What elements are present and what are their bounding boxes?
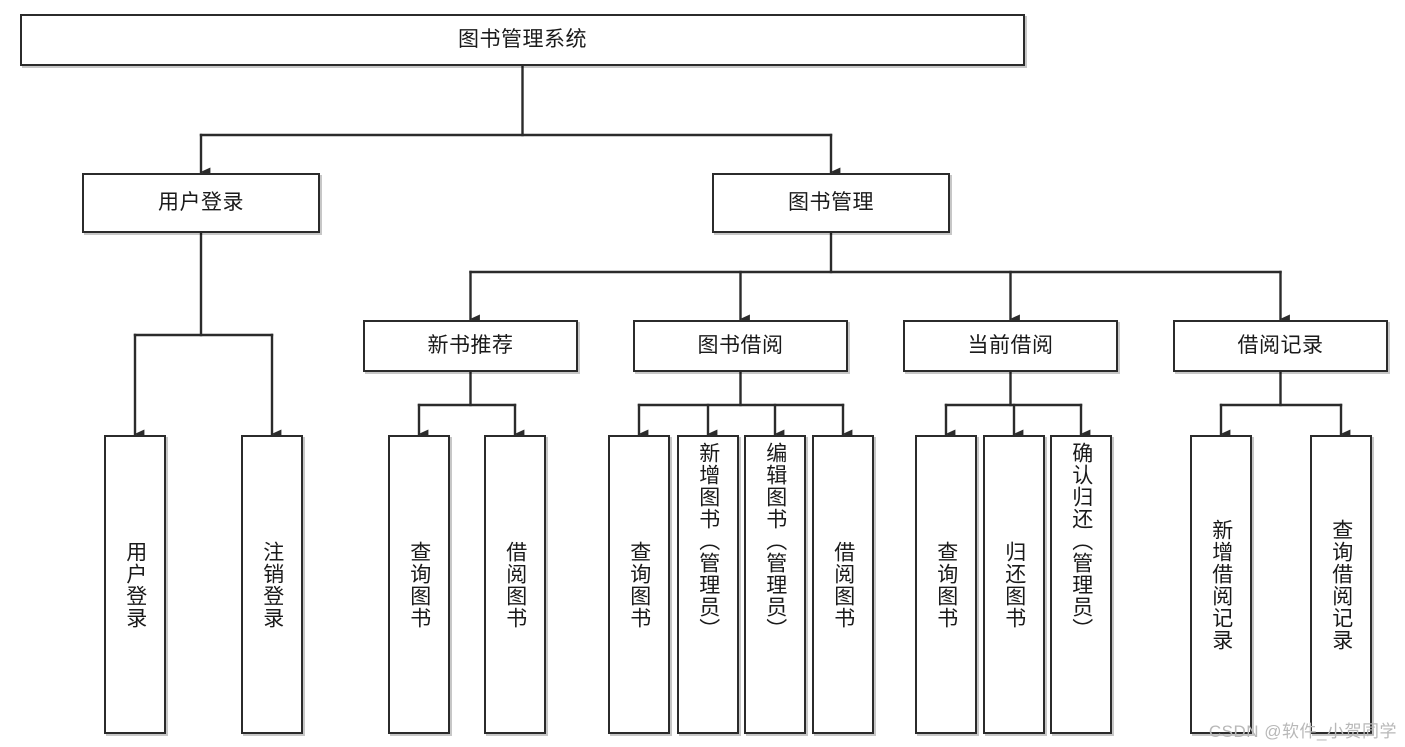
- node-label-user-login: 用户登录: [158, 190, 244, 214]
- node-root[interactable]: 图书管理系统: [20, 14, 1025, 66]
- node-label-leaf-return-book: 归还图书: [1002, 540, 1026, 629]
- node-label-root: 图书管理系统: [458, 27, 587, 51]
- node-label-book-borrow: 图书借阅: [697, 333, 784, 357]
- node-leaf-return-book[interactable]: 归还图书: [983, 435, 1045, 734]
- node-leaf-add-record[interactable]: 新增借阅记录: [1190, 435, 1252, 734]
- node-book-manage[interactable]: 图书管理: [712, 173, 950, 233]
- node-label-leaf-borrow-book-2: 借阅图书: [831, 540, 855, 629]
- node-label-leaf-confirm-return: 确认归还（管理员）: [1069, 442, 1093, 640]
- node-label-borrow-record: 借阅记录: [1237, 333, 1324, 357]
- node-new-book-rec[interactable]: 新书推荐: [363, 320, 578, 372]
- node-leaf-borrow-book-2[interactable]: 借阅图书: [812, 435, 874, 734]
- node-current-borrow[interactable]: 当前借阅: [903, 320, 1118, 372]
- node-user-login[interactable]: 用户登录: [82, 173, 320, 233]
- node-label-leaf-add-book: 新增图书（管理员）: [696, 442, 720, 640]
- node-leaf-logout[interactable]: 注销登录: [241, 435, 303, 734]
- node-label-new-book-rec: 新书推荐: [427, 333, 514, 357]
- node-label-book-manage: 图书管理: [788, 190, 874, 214]
- node-leaf-query-book-2[interactable]: 查询图书: [608, 435, 670, 734]
- node-leaf-query-book-1[interactable]: 查询图书: [388, 435, 450, 734]
- node-leaf-borrow-book-1[interactable]: 借阅图书: [484, 435, 546, 734]
- node-book-borrow[interactable]: 图书借阅: [633, 320, 848, 372]
- node-leaf-query-book-3[interactable]: 查询图书: [915, 435, 977, 734]
- node-label-leaf-edit-book: 编辑图书（管理员）: [763, 442, 787, 640]
- node-label-leaf-query-book-3: 查询图书: [934, 540, 958, 629]
- node-borrow-record[interactable]: 借阅记录: [1173, 320, 1388, 372]
- node-leaf-user-login[interactable]: 用户登录: [104, 435, 166, 734]
- node-label-leaf-add-record: 新增借阅记录: [1209, 518, 1233, 651]
- node-label-current-borrow: 当前借阅: [967, 333, 1054, 357]
- node-label-leaf-query-book-2: 查询图书: [627, 540, 651, 629]
- node-leaf-edit-book[interactable]: 编辑图书（管理员）: [744, 435, 806, 734]
- node-label-leaf-user-login: 用户登录: [123, 540, 147, 629]
- node-label-leaf-query-book-1: 查询图书: [407, 540, 431, 629]
- node-label-leaf-logout: 注销登录: [260, 540, 284, 629]
- node-leaf-query-record[interactable]: 查询借阅记录: [1310, 435, 1372, 734]
- watermark-text: CSDN @软件_小贺同学: [1208, 722, 1397, 741]
- node-label-leaf-query-record: 查询借阅记录: [1329, 518, 1353, 651]
- connector-lines: [133, 64, 1351, 439]
- node-leaf-add-book[interactable]: 新增图书（管理员）: [677, 435, 739, 734]
- node-leaf-confirm-return[interactable]: 确认归还（管理员）: [1050, 435, 1112, 734]
- node-label-leaf-borrow-book-1: 借阅图书: [503, 540, 527, 629]
